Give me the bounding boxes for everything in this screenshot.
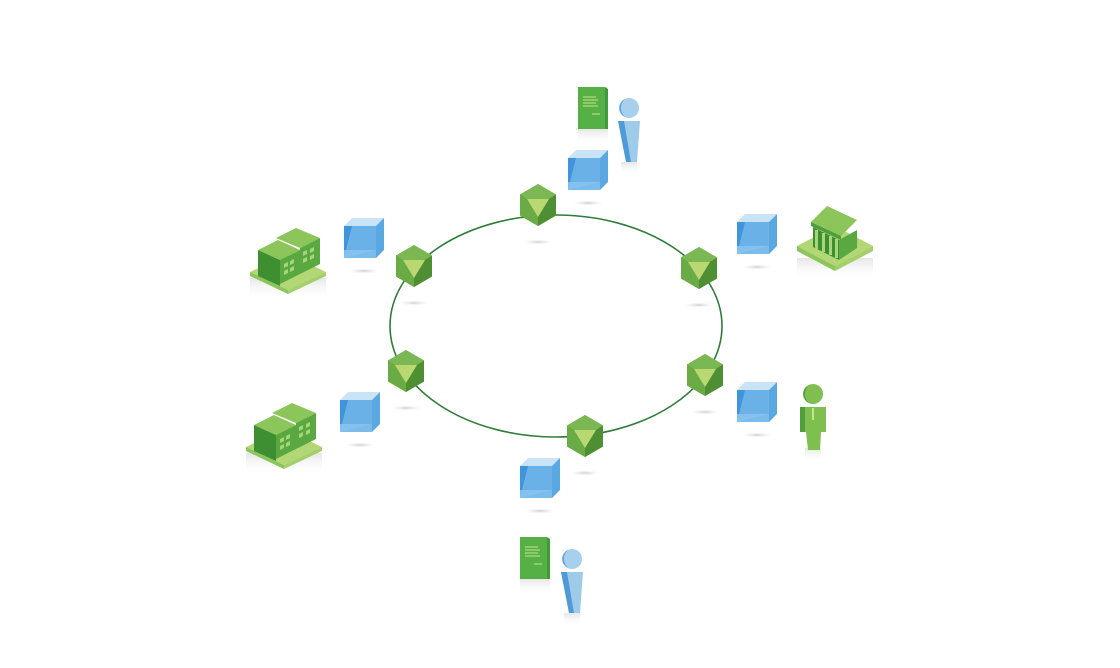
businessman-icon [800,384,826,462]
block-cube-icon [344,218,384,274]
node-icon [567,415,603,476]
document-icon [519,536,551,596]
block-cube-icon [520,458,560,514]
office-building-icon [250,228,326,300]
person-icon [618,98,640,176]
block-cube-icon [737,382,777,438]
node-icon [396,245,432,306]
office-building-icon [246,403,322,475]
participants [246,86,873,627]
bank-icon [797,206,873,280]
peer-nodes [388,184,723,476]
block-cube-icon [737,214,777,270]
node-icon [687,354,723,415]
node-icon [681,247,717,308]
network-ring [389,214,723,438]
person-icon [561,549,583,627]
block-cube-icon [568,150,608,206]
data-blocks [340,150,777,514]
node-icon [388,350,424,411]
document-icon [577,86,609,146]
node-icon [520,184,556,245]
block-cube-icon [340,392,380,448]
